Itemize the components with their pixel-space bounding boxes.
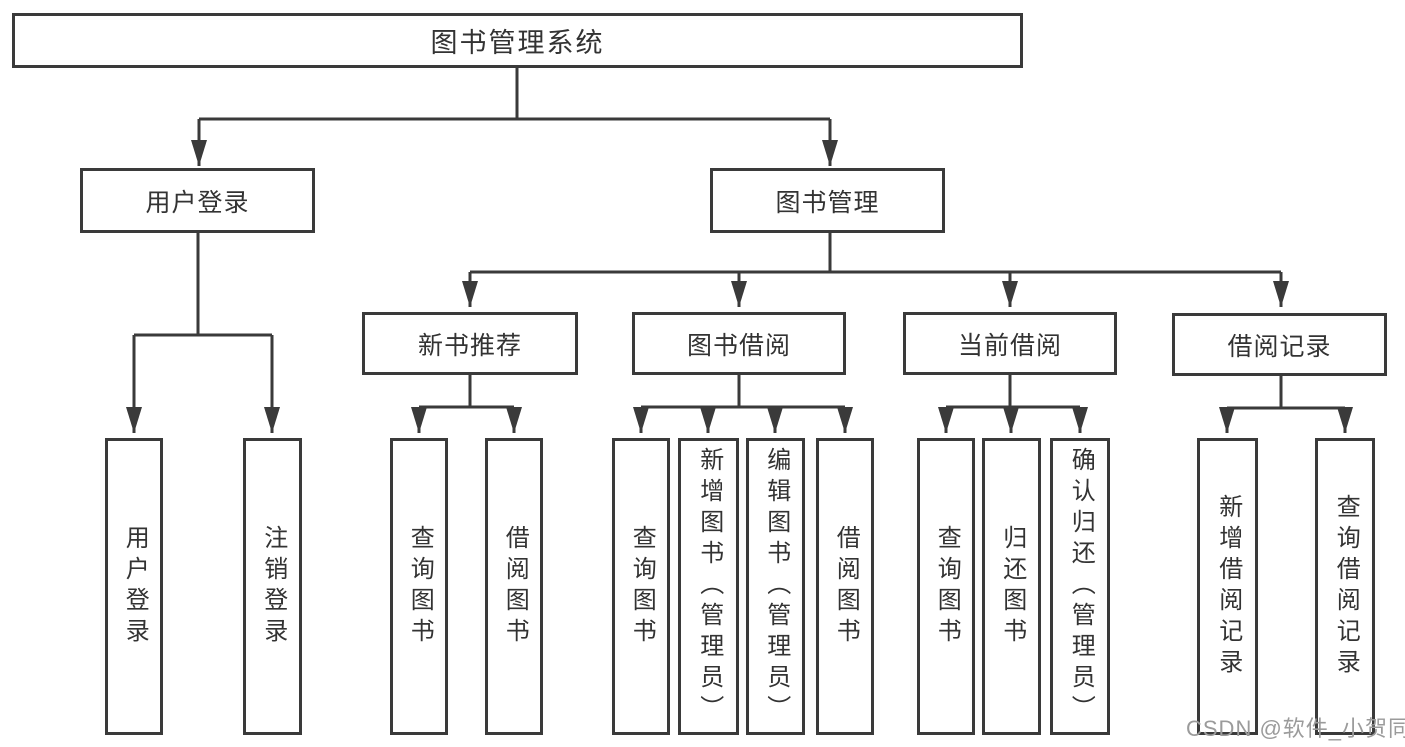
node-label: 当前借阅	[957, 331, 1062, 360]
node-label: 新书推荐	[417, 331, 522, 360]
node-label: 借阅记录	[1227, 332, 1332, 361]
node-label: 查询图书	[406, 524, 434, 649]
connector-user-login-children	[126, 233, 280, 433]
leaf-query-books-borrowing: 查询图书	[612, 438, 670, 735]
node-label: 查询借阅记录	[1332, 493, 1360, 680]
node-label: 注销登录	[259, 524, 287, 649]
node-label: 图书管理	[775, 188, 880, 217]
node-label: 归还图书	[998, 524, 1026, 649]
node-user-login: 用户登录	[80, 168, 315, 233]
node-book-management: 图书管理	[710, 168, 945, 233]
node-label: 确认归还（管理员）	[1067, 447, 1095, 726]
connector-root-to-level2	[191, 68, 838, 166]
leaf-query-borrowing-record: 查询借阅记录	[1315, 438, 1375, 735]
leaf-user-login: 用户登录	[105, 438, 163, 735]
leaf-logout: 注销登录	[243, 438, 302, 735]
node-label: 借阅图书	[832, 524, 860, 649]
node-new-book-recommendation: 新书推荐	[362, 312, 578, 375]
node-label: 用户登录	[145, 188, 250, 217]
leaf-query-books-current: 查询图书	[917, 438, 975, 735]
node-label: 用户登录	[121, 524, 149, 649]
leaf-add-books-admin: 新增图书（管理员）	[678, 438, 739, 735]
leaf-borrow-books-recommend: 借阅图书	[485, 438, 543, 735]
leaf-query-books-recommend: 查询图书	[390, 438, 448, 735]
csdn-watermark: CSDN @软件_小贺同学	[1186, 716, 1405, 741]
node-label: 图书借阅	[686, 331, 791, 360]
node-label: 图书管理系统	[430, 28, 605, 58]
leaf-return-books: 归还图书	[982, 438, 1041, 735]
connector-new-book-recommendation-children	[411, 375, 522, 433]
node-label: 查询图书	[933, 524, 961, 649]
node-book-borrowing: 图书借阅	[632, 312, 846, 375]
node-label: 借阅图书	[501, 524, 529, 649]
node-current-borrowing: 当前借阅	[903, 312, 1117, 375]
node-label: 编辑图书（管理员）	[762, 447, 790, 726]
node-borrowing-records: 借阅记录	[1172, 313, 1387, 376]
leaf-edit-books-admin: 编辑图书（管理员）	[746, 438, 805, 735]
node-library-management-system: 图书管理系统	[12, 13, 1023, 68]
connector-borrowing-records-children	[1219, 376, 1353, 433]
node-label: 查询图书	[628, 524, 656, 649]
connector-current-borrowing-children	[938, 375, 1088, 433]
node-label: 新增借阅记录	[1214, 493, 1242, 680]
leaf-confirm-return-admin: 确认归还（管理员）	[1050, 438, 1110, 735]
leaf-add-borrowing-record: 新增借阅记录	[1197, 438, 1258, 735]
connector-book-borrowing-children	[633, 375, 853, 433]
connector-book-management-children	[462, 233, 1289, 307]
leaf-borrow-books: 借阅图书	[816, 438, 874, 735]
node-label: 新增图书（管理员）	[695, 447, 723, 726]
